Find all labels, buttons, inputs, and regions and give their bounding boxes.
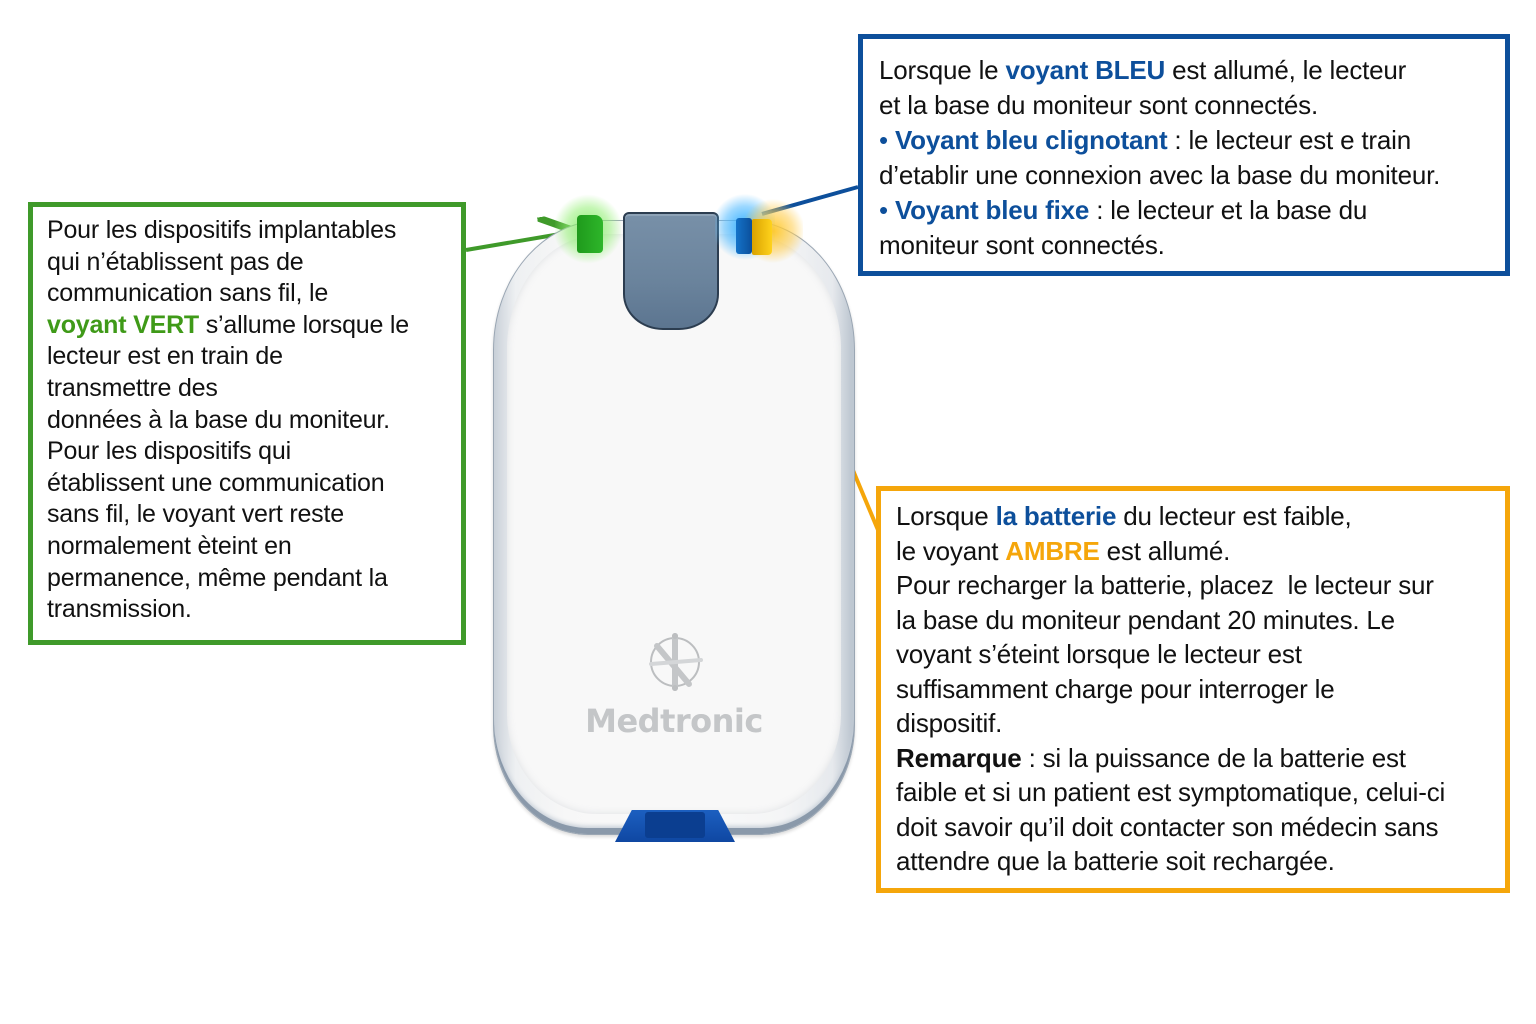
callout-text: et la base du moniteur sont connectés. (879, 90, 1319, 120)
steady-blue-label: Voyant bleu fixe (894, 195, 1090, 225)
callout-text: Remarque : si la puissance de la batteri… (896, 741, 1495, 776)
medtronic-logo-icon (649, 633, 703, 691)
callout-text-fragment: s’allume lorsque le (199, 310, 409, 339)
callout-text: d’etablir une connexion avec la base du … (879, 160, 1441, 190)
green-led-icon (577, 215, 603, 253)
bullet-item: • Voyant bleu fixe : le lecteur et la ba… (879, 193, 1495, 228)
callout-text: transmettre des (47, 373, 218, 402)
callout-text: moniteur sont connectés. (879, 230, 1165, 260)
callout-text: permanence, même pendant la (47, 563, 388, 592)
device-face (507, 234, 841, 814)
callout-text-fragment: Lorsque le (879, 55, 1006, 85)
callout-text-fragment: : si la puissance de la batterie est (1021, 742, 1406, 773)
battery-label: la batterie (995, 501, 1117, 531)
bullet-item: • Voyant bleu clignotant : le lecteur es… (879, 123, 1495, 158)
callout-text: établissent une communication (47, 468, 385, 497)
callout-text: faible et si un patient est symptomatiqu… (896, 777, 1446, 807)
callout-text: voyant s’éteint lorsque le lecteur est (896, 639, 1302, 669)
callout-text: dispositif. (896, 708, 1003, 738)
callout-text: suffisamment charge pour interroger le (896, 673, 1335, 704)
callout-text: attendre que la batterie soit rechargée. (896, 846, 1335, 876)
callout-text: communication sans fil, le (47, 279, 329, 308)
bullet-icon: • (879, 125, 888, 155)
medtronic-reader-device: Medtronic (493, 190, 857, 850)
callout-text-fragment: est allumé. (1099, 535, 1231, 566)
brand-logo-text: Medtronic (585, 702, 763, 740)
blinking-blue-label: Voyant bleu clignotant (894, 125, 1168, 155)
callout-text: données à la base du moniteur. (47, 405, 390, 434)
callout-text: Pour les dispositifs implantables (47, 216, 397, 244)
callout-text: le voyant AMBRE est allumé. (896, 534, 1495, 569)
amber-led-icon (752, 219, 772, 255)
amber-led-label: AMBRE (1005, 535, 1100, 566)
green-led-callout: Pour les dispositifs implantables qui n’… (28, 202, 466, 645)
callout-text: Lorsque le voyant BLEU est allumé, le le… (879, 53, 1495, 88)
bottom-button-inner (645, 812, 705, 838)
callout-text: lecteur est en train de (47, 342, 283, 371)
callout-text-fragment: est allumé, le lecteur (1165, 55, 1407, 85)
callout-text: Lorsque la batterie du lecteur est faibl… (896, 499, 1495, 534)
callout-text-fragment: du lecteur est faible, (1116, 501, 1352, 531)
amber-led-callout: Lorsque la batterie du lecteur est faibl… (876, 486, 1510, 893)
callout-text: voyant VERT s’allume lorsque le (47, 310, 449, 342)
callout-text: qui n’établissent pas de (47, 247, 304, 276)
callout-text: Pour les dispositifs qui (47, 437, 291, 466)
blue-led-icon (736, 218, 752, 254)
bullet-icon: • (879, 195, 888, 225)
callout-text-fragment: Lorsque (896, 501, 996, 531)
blue-led-callout: Lorsque le voyant BLEU est allumé, le le… (858, 34, 1510, 276)
callout-text-fragment: le voyant (896, 535, 1006, 566)
callout-text: doit savoir qu’il doit contacter son méd… (896, 811, 1439, 842)
green-led-label: voyant VERT (47, 310, 199, 339)
blue-led-label: voyant BLEU (1005, 55, 1166, 85)
callout-text-fragment: : le lecteur est e train (1167, 125, 1411, 155)
callout-text: normalement èteint en (47, 531, 292, 560)
callout-text: Pour recharger la batterie, placez le le… (896, 570, 1434, 600)
remark-label: Remarque (896, 742, 1022, 773)
callout-text: la base du moniteur pendant 20 minutes. … (896, 604, 1395, 635)
callout-text: sans fil, le voyant vert reste (47, 500, 344, 529)
top-button[interactable] (623, 212, 719, 330)
callout-text: transmission. (47, 595, 192, 624)
callout-text-fragment: : le lecteur et la base du (1089, 195, 1368, 225)
